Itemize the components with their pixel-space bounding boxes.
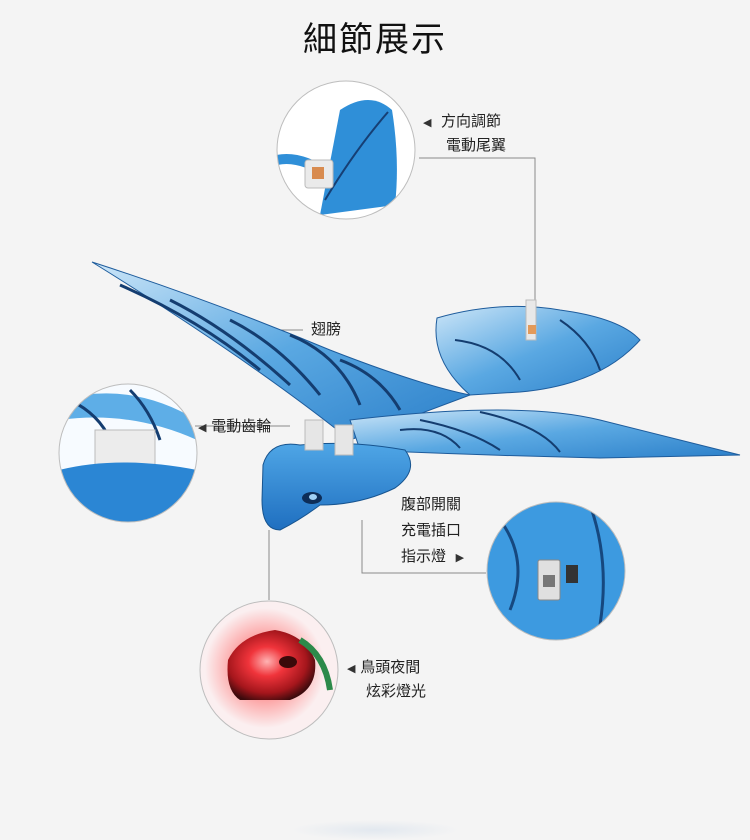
head-label-line2: 炫彩燈光 [366, 682, 427, 700]
wing-label: 翅膀 [311, 320, 342, 338]
left-wing [91, 261, 472, 441]
bird-body [261, 419, 412, 531]
triangle-left-icon: ◀ [198, 421, 207, 434]
head-light-label: ◀ 鳥頭夜間 炫彩燈光 [347, 656, 426, 703]
belly-detail-circle [486, 501, 626, 641]
belly-label-line2: 充電插口 [401, 521, 462, 539]
page-title: 細節展示 [303, 20, 447, 60]
tail-detail-circle [276, 80, 416, 220]
belly-label: 腹部開關 充電插口 指示燈 ▶ [401, 491, 464, 571]
belly-label-line3: 指示燈 [401, 547, 447, 565]
right-wing [349, 409, 741, 459]
belly-label-line1: 腹部開關 [401, 495, 462, 513]
gear-label-text: 電動齒輪 [211, 417, 272, 435]
triangle-left-icon: ◀ [347, 662, 356, 675]
triangle-left-icon: ◀ [423, 116, 432, 129]
tail [435, 299, 641, 396]
gear-label: ◀ 電動齒輪 [198, 415, 271, 439]
bottom-shadow [290, 820, 460, 840]
tail-label-line2: 電動尾翼 [446, 136, 507, 154]
head-label-line1: 鳥頭夜間 [360, 658, 421, 676]
head-light-detail-circle [199, 600, 339, 740]
triangle-right-icon: ▶ [455, 551, 465, 564]
tail-label: ◀ 方向調節 電動尾翼 [423, 110, 506, 157]
tail-label-line1: 方向調節 [441, 112, 502, 130]
gear-detail-circle [58, 383, 198, 523]
